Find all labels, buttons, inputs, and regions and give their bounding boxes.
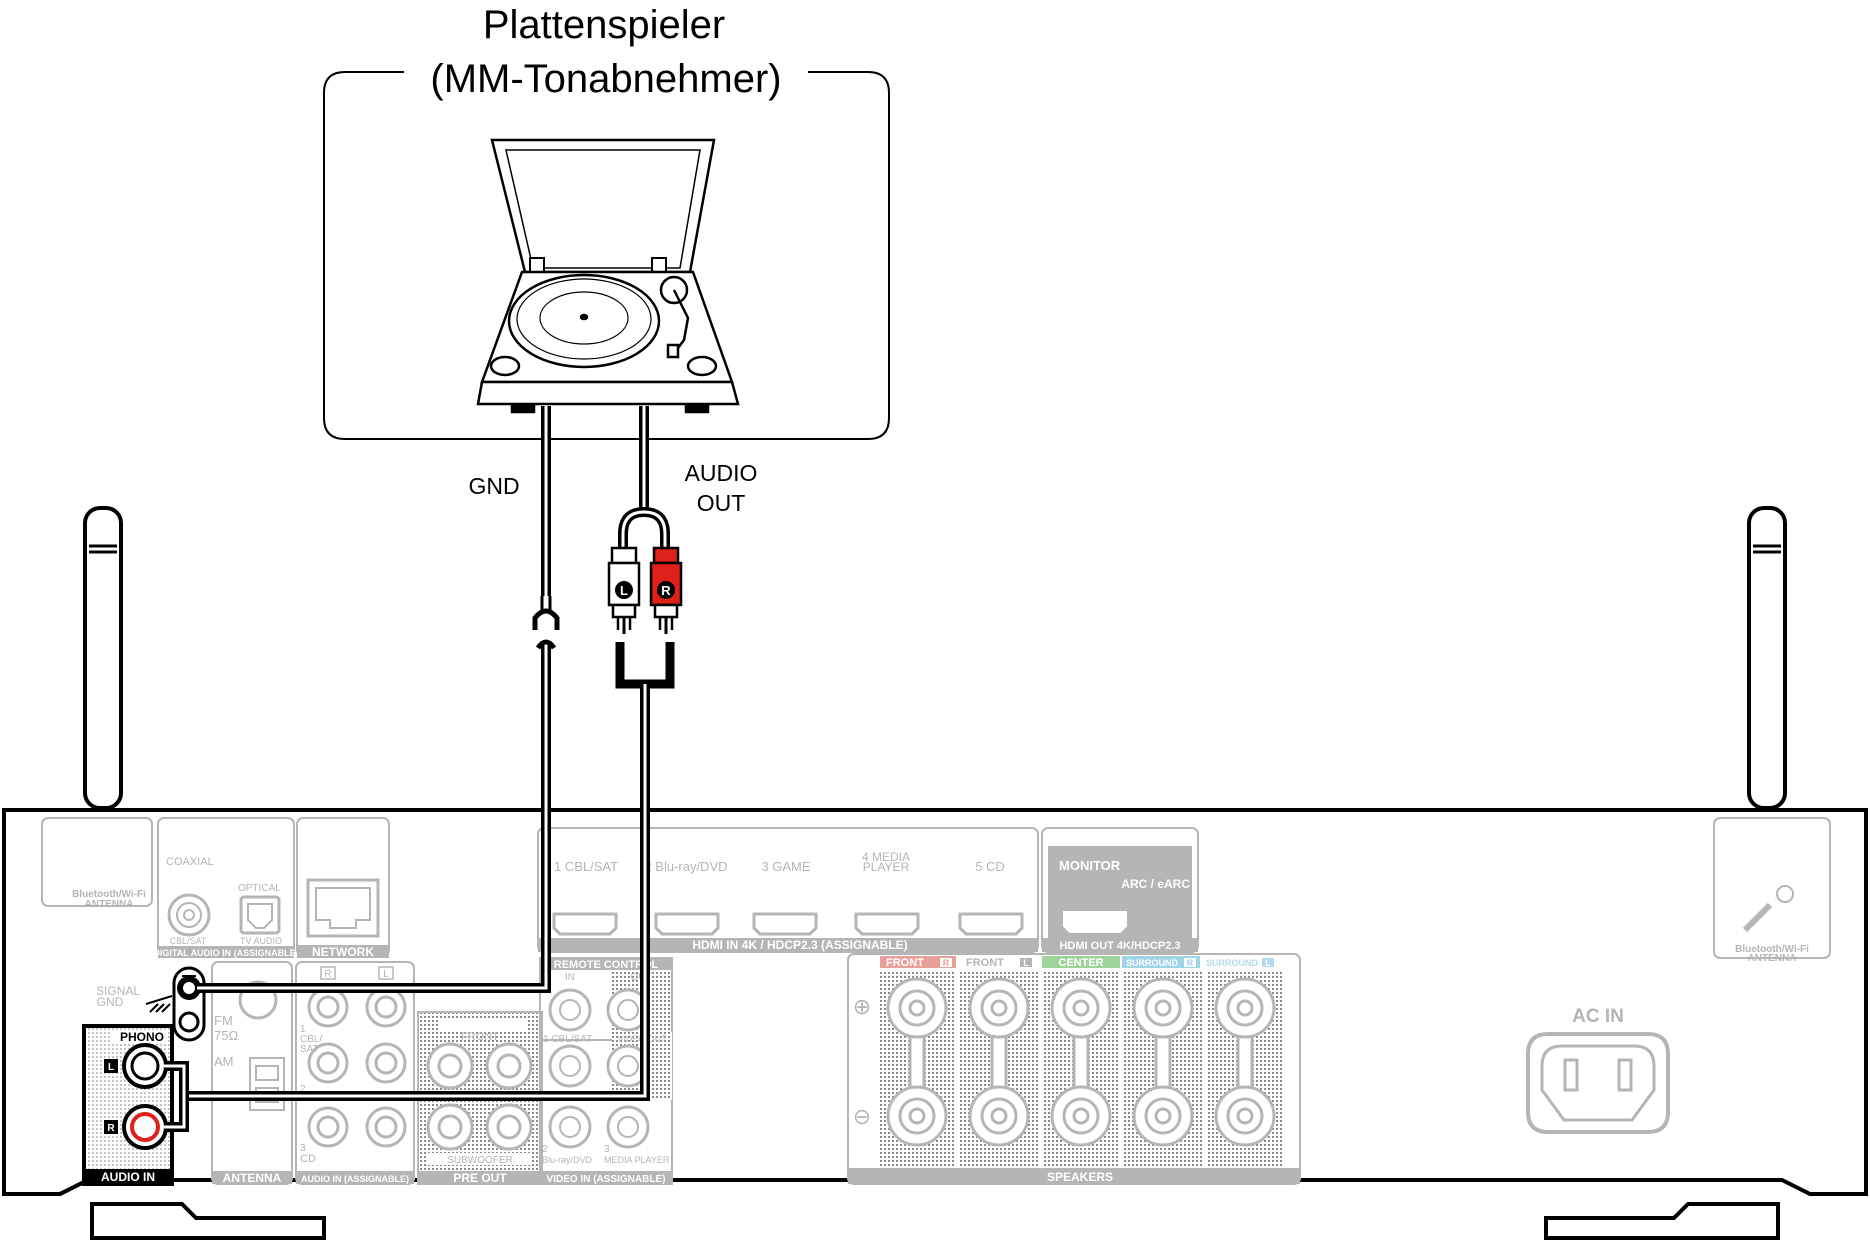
hdmi-4-label-b: PLAYER: [863, 860, 910, 874]
front-r-badge: R: [943, 958, 950, 968]
fm-label: FM: [214, 1013, 233, 1028]
fm-ohm-label: 75Ω: [214, 1028, 238, 1043]
audio-out-cable: L R: [607, 406, 683, 634]
network-label: NETWORK: [312, 945, 374, 959]
phono-input-panel: PHONO L R AUDIO IN: [82, 1024, 174, 1186]
ac-in-label: AC IN: [1572, 1006, 1624, 1027]
gnd-label: GND: [468, 473, 519, 499]
tv-audio-label: TV AUDIO: [240, 936, 282, 946]
hdmi-4-label-a: 4 MEDIA: [862, 850, 910, 864]
v-3b: MEDIA PLAYER: [604, 1155, 670, 1165]
plug-right-letter: R: [661, 583, 671, 598]
surround-l-badge: L: [1265, 958, 1271, 968]
surround-r-label: SURROUND: [1126, 958, 1179, 968]
turntable-frame: [323, 71, 890, 440]
v-3a: 3: [604, 1144, 610, 1155]
phono-label: PHONO: [120, 1030, 164, 1044]
v-2a: 2: [542, 1144, 548, 1155]
phono-r-badge: R: [107, 1123, 115, 1134]
center-label: CENTER: [1058, 957, 1103, 969]
audio-in-assignable-label: AUDIO IN (ASSIGNABLE): [301, 1174, 409, 1184]
signal-gnd-label-1: SIGNAL: [96, 984, 140, 998]
remote-control-label: REMOTE CONTROL: [554, 959, 659, 971]
hdmi-in-label: HDMI IN 4K / HDCP2.3 (ASSIGNABLE): [692, 938, 907, 952]
surround-l-label: SURROUND: [1206, 958, 1259, 968]
minus-sign: ⊖: [853, 1104, 871, 1129]
hdmi-5-label: 5 CD: [975, 859, 1005, 874]
monitor-label: MONITOR: [1059, 858, 1121, 873]
signal-gnd-label-2: GND: [97, 995, 124, 1009]
audio-in-label: AUDIO IN: [101, 1170, 155, 1184]
rc-in-label: IN: [565, 972, 575, 983]
front-r-label: FRONT: [886, 957, 924, 969]
plug-left-letter: L: [620, 583, 628, 598]
ain-1b: CBL/: [300, 1034, 322, 1045]
ain-3b: CD: [300, 1153, 316, 1165]
ain-3a: 3: [300, 1143, 306, 1154]
gnd-cable-lower: [197, 639, 557, 993]
coaxial-label: COAXIAL: [166, 856, 214, 868]
speaker-terminals: [878, 972, 1284, 1168]
antenna-label: ANTENNA: [223, 1171, 282, 1185]
hdmi-out-label: HDMI OUT 4K/HDCP2.3: [1059, 940, 1180, 952]
pre-out-label: PRE OUT: [453, 1171, 507, 1185]
turntable-icon: [476, 138, 740, 414]
audio-out-label-1: AUDIO: [685, 460, 758, 486]
antenna-left: [83, 506, 123, 810]
hdmi-3-label: 3 GAME: [761, 859, 810, 874]
ain-1c: SAT: [300, 1044, 319, 1055]
digital-audio-in-label: DIGITAL AUDIO IN (ASSIGNABLE): [153, 948, 298, 958]
am-label: AM: [214, 1054, 234, 1069]
hdmi-1-label: 1 CBL/SAT: [554, 859, 618, 874]
audio-cable-lower: [164, 642, 675, 1132]
subwoofer-label: SUBWOOFER: [447, 1155, 513, 1166]
v-2b: Blu-ray/DVD: [542, 1155, 593, 1165]
speakers-label: SPEAKERS: [1047, 1170, 1113, 1184]
surround-r-badge: R: [1187, 958, 1194, 968]
hdmi-2-label: 2 Blu-ray/DVD: [644, 859, 727, 874]
ain-l: L: [383, 969, 389, 980]
bt-left-label-2: ANTENNA: [85, 899, 134, 910]
plus-sign: ⊕: [853, 994, 871, 1019]
bt-left-label-1: Bluetooth/Wi-Fi: [72, 889, 146, 900]
front-l-label: FRONT: [966, 957, 1004, 969]
bt-right-label-2: ANTENNA: [1748, 953, 1797, 964]
ain-2: 2: [300, 1084, 306, 1095]
title-line1: Plattenspieler: [483, 3, 725, 47]
cbl-sat-small: CBL/SAT: [170, 936, 207, 946]
front-l-badge: L: [1023, 958, 1029, 968]
signal-gnd-terminal: SIGNAL GND: [96, 966, 206, 1042]
pre-out-front: FRONT: [461, 1031, 499, 1043]
title-line2: (MM-Tonabnehmer): [430, 57, 781, 101]
arc-label: ARC / eARC: [1121, 877, 1190, 891]
gnd-cable: [532, 406, 560, 630]
antenna-right: [1747, 506, 1787, 810]
audio-out-label-2: OUT: [697, 490, 746, 516]
v-1cblsat: 1 CBL/SAT: [543, 1034, 592, 1045]
bt-right-label-1: Bluetooth/Wi-Fi: [1735, 944, 1809, 955]
phono-l-badge: L: [108, 1062, 114, 1073]
ain-1a: 1: [300, 1024, 306, 1035]
ain-r: R: [324, 969, 331, 980]
video-in-assignable-label: VIDEO IN (ASSIGNABLE): [547, 1174, 666, 1185]
optical-label: OPTICAL: [238, 883, 281, 894]
